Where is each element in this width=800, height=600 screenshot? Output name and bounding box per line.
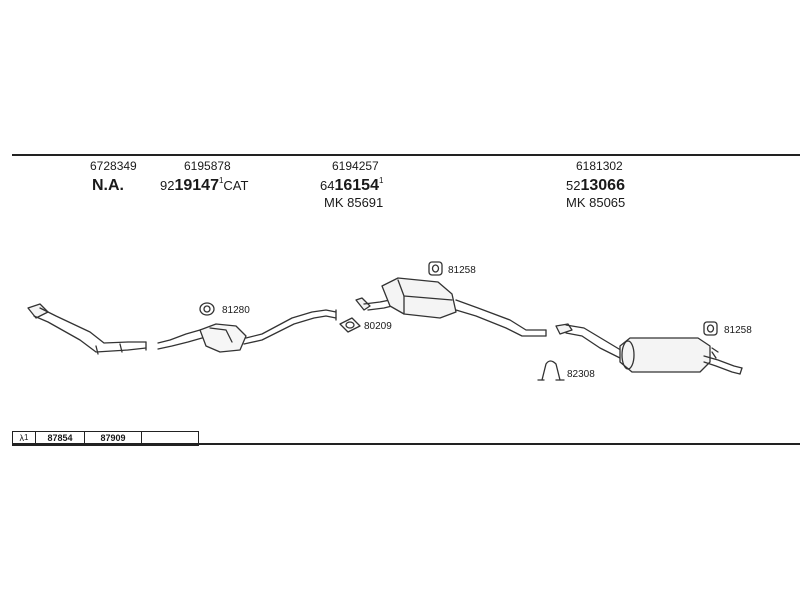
part-1-number: N.A. [92, 177, 124, 194]
legend-cell-2: 87909 [85, 432, 142, 445]
part-4-number-group: 5213066 [566, 178, 625, 194]
gasket-80209-drawing [339, 317, 361, 333]
clamp-81280-drawing [199, 302, 215, 316]
part-2-number: 19147 [174, 177, 219, 194]
part-3-sup: 1 [378, 176, 384, 185]
clamp-81280-label: 81280 [222, 305, 250, 316]
part-2-number-group: 92191471CAT [160, 176, 249, 194]
part-4-prefix: 52 [566, 178, 581, 193]
part-3-number-group: 64161541 [320, 176, 384, 194]
bottom-rule [12, 443, 800, 445]
part-2-sup: 1 [218, 176, 224, 185]
lambda-symbol: λ [19, 433, 25, 443]
hanger-81258-top-label: 81258 [448, 265, 476, 276]
clamp-82308-label: 82308 [567, 369, 595, 380]
part-2-prefix: 92 [160, 178, 175, 193]
lambda-sup: 1 [24, 433, 29, 442]
hanger-81258-top-drawing [428, 261, 443, 276]
part-3-ref: 6194257 [332, 159, 379, 173]
part-3-mk: MK 85691 [324, 195, 384, 210]
part-3-number: 16154 [334, 177, 379, 194]
middle-silencer-drawing [355, 277, 547, 337]
part-3-prefix: 64 [320, 178, 335, 193]
part-4-number: 13066 [580, 177, 625, 194]
legend-cell-3 [142, 432, 198, 445]
front-pipe-drawing [27, 303, 147, 355]
gasket-80209-label: 80209 [364, 321, 392, 332]
hanger-81258-right-label: 81258 [724, 325, 752, 336]
part-4-ref: 6181302 [576, 159, 623, 173]
hanger-81258-right-drawing [703, 321, 718, 336]
rear-silencer-drawing [555, 323, 743, 375]
legend-cell-1: 87854 [36, 432, 85, 445]
catalytic-converter-drawing [157, 309, 337, 353]
clamp-82308-drawing [537, 360, 565, 381]
part-2-ref: 6195878 [184, 159, 231, 173]
lambda-symbol-cell: λ1 [13, 432, 36, 445]
lambda-legend-table: λ1 87854 87909 [12, 431, 199, 446]
part-4-mk: MK 85065 [566, 195, 626, 210]
top-rule [12, 154, 800, 156]
part-2-suffix: CAT [223, 178, 249, 193]
part-1-ref: 6728349 [90, 159, 137, 173]
